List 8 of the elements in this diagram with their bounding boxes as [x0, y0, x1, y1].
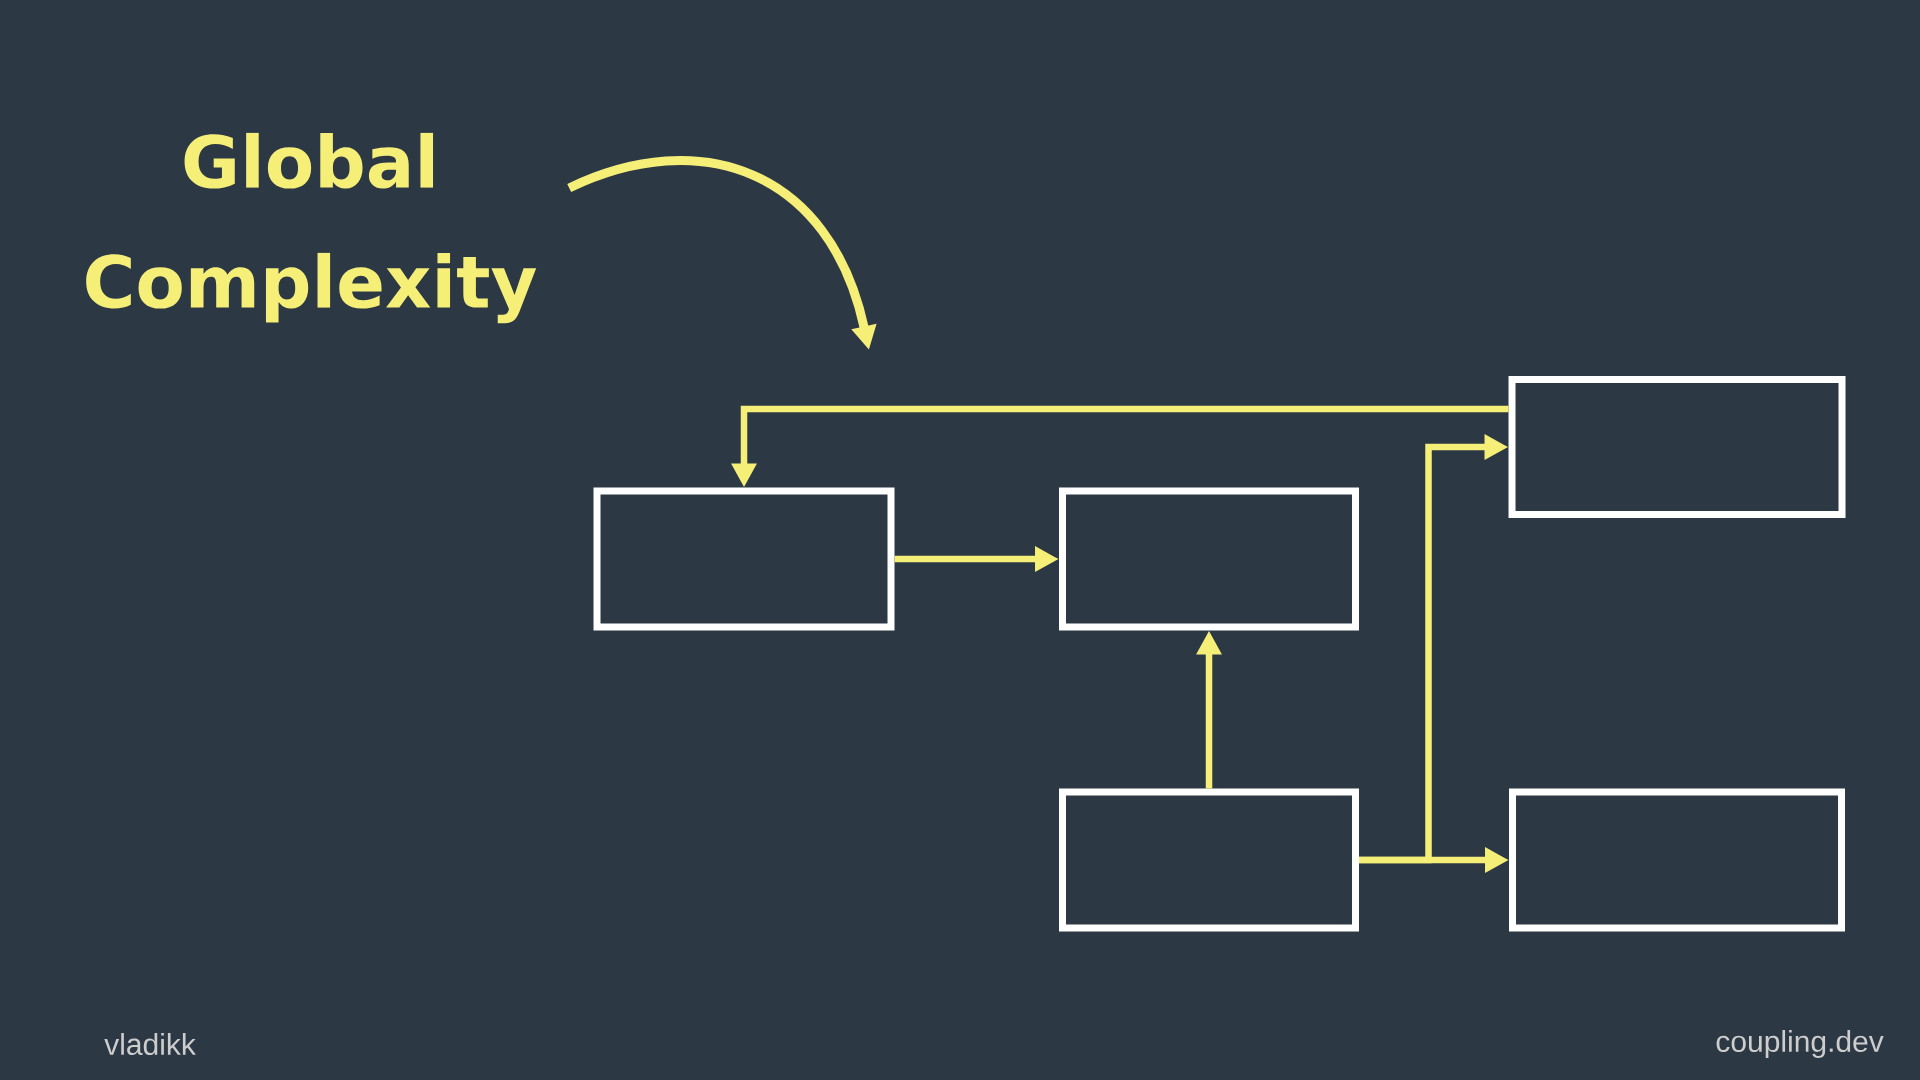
empty-box [1508, 376, 1846, 518]
empty-box [593, 487, 895, 631]
empty-box [1509, 788, 1845, 932]
author-handle: vladikk [104, 1033, 196, 1056]
empty-box [1059, 788, 1359, 932]
website-address: coupling.dev [1716, 1030, 1884, 1058]
title-text: Global Complexity [86, 132, 537, 324]
empty-box [1059, 487, 1359, 631]
